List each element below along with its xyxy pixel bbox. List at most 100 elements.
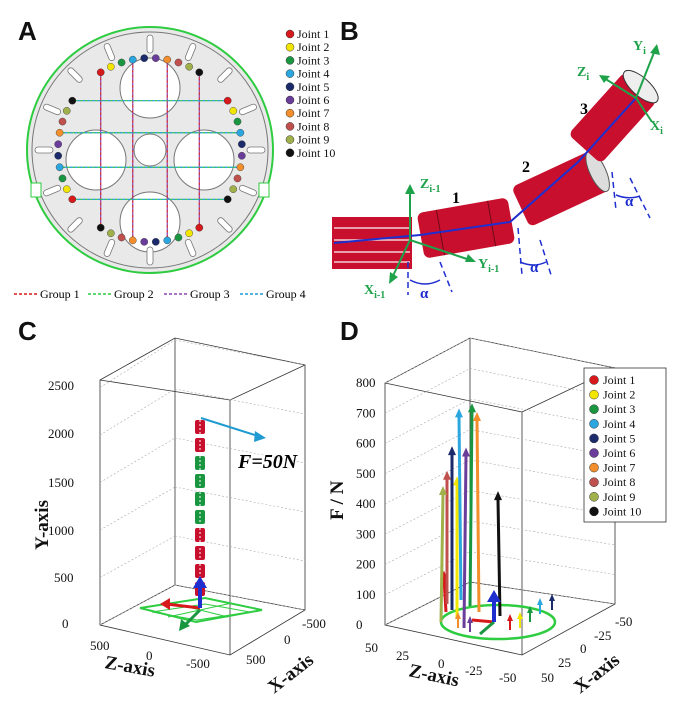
d-ytick: 600: [356, 436, 376, 451]
legend-label: Joint 10: [603, 504, 641, 518]
group-2-label: Group 2: [114, 287, 154, 301]
joint-hole-dot: [62, 107, 71, 115]
arm-segment: [195, 564, 205, 578]
disc-slot: [238, 184, 257, 197]
d-ztick: -25: [465, 663, 482, 678]
c-xtick: 500: [246, 652, 266, 667]
force-bar: [442, 578, 448, 613]
c-xtick: -500: [302, 616, 326, 631]
d-ytick: 100: [356, 587, 376, 602]
force-bar-head: [494, 491, 502, 501]
disc-slot: [67, 217, 83, 233]
disc-slot: [103, 43, 116, 62]
arm-segment: [195, 492, 205, 506]
d-xtick: 50: [541, 670, 554, 685]
d-ztick: 50: [365, 640, 378, 655]
legend-marker: [589, 419, 599, 429]
joint-hole-dot: [55, 128, 64, 137]
group-3-label: Group 3: [190, 287, 230, 301]
panel-c-x-ticks: -500 0 500: [246, 616, 326, 667]
panel-c-y-ticks: 0 500 1000 1500 2000 2500: [48, 378, 74, 631]
legend-marker: [589, 375, 599, 385]
disc-slot: [184, 238, 197, 257]
disc-slot: [146, 34, 154, 54]
legend-label: Joint 5: [297, 80, 329, 94]
joint-hole-dot: [96, 223, 105, 232]
joint-holes: [54, 54, 246, 246]
panel-d-x-ticks: -50 -25 0 25 50: [541, 614, 632, 685]
joint-hole-dot: [233, 117, 242, 126]
segment-1-number: 1: [452, 190, 460, 207]
legend-label: Joint 4: [603, 417, 635, 431]
alpha-1: α: [420, 286, 429, 302]
force-bar-head: [443, 470, 451, 480]
panel-c: C F=50N 0 500 1000: [18, 316, 326, 698]
legend-marker: [589, 462, 599, 473]
joint-hole-dot: [128, 236, 137, 245]
tendon-group-lines: [59, 59, 241, 241]
disc-slot: [146, 246, 154, 266]
disc-hole-bottom: [119, 191, 181, 253]
force-bar-head: [462, 447, 470, 457]
joint-hole-dot: [185, 229, 193, 238]
small-force-bar-head: [527, 606, 533, 613]
d-ytick: 500: [356, 466, 376, 481]
joint-hole-dot: [151, 238, 160, 246]
zi1-label: Zi-1: [420, 177, 440, 195]
force-bar: [439, 493, 445, 623]
joint-hole-dot: [58, 117, 67, 126]
group-4-label: Group 4: [266, 287, 306, 301]
legend-label: Joint 8: [297, 119, 329, 133]
joint-hole-dot: [185, 62, 193, 71]
force-bar-head: [455, 408, 463, 418]
joint-hole-dot: [174, 233, 183, 242]
joint-hole-dot: [163, 55, 172, 64]
disc-hole-center: [133, 133, 167, 167]
legend-marker: [285, 108, 295, 118]
joint-hole-dot: [195, 68, 204, 77]
alpha-2: α: [530, 260, 539, 276]
arm-segment: [195, 456, 205, 470]
d-ytick: 300: [356, 526, 376, 541]
panel-a-group-legend: Group 1 Group 2 Group 3 Group 4: [14, 287, 306, 301]
joint-hole-dot: [107, 62, 115, 71]
c-ytick: 500: [54, 570, 74, 585]
legend-marker: [589, 477, 599, 487]
legend-marker: [285, 148, 295, 158]
disc-slot: [103, 238, 116, 257]
panel-c-label: C: [18, 316, 37, 346]
joint-hole-dot: [238, 140, 246, 149]
c-ztick: -500: [186, 656, 210, 671]
legend-label: Joint 1: [297, 27, 329, 41]
group-1-label: Group 1: [40, 287, 80, 301]
c-ytick: 2500: [48, 378, 74, 393]
disc-inner-ring: [31, 31, 269, 269]
disc-slots: [34, 34, 266, 266]
joint-hole-dot: [68, 195, 77, 204]
disc-hole-right: [173, 129, 235, 191]
d-z-axis-label: Z-axis: [407, 660, 461, 691]
force-bars: [439, 403, 555, 632]
d-ytick: 400: [356, 496, 376, 511]
legend-marker: [589, 492, 599, 502]
legend-label: Joint 2: [603, 388, 635, 402]
continuum-arm-column: [195, 420, 205, 600]
legend-label: Joint 3: [603, 402, 635, 416]
force-bar-head: [473, 411, 481, 421]
legend-marker: [589, 404, 599, 414]
joint-hole-dot: [233, 174, 242, 183]
joint-hole-dot: [54, 151, 62, 160]
joint-hole-dot: [229, 185, 238, 193]
legend-marker: [285, 82, 295, 92]
force-bar-head: [468, 403, 476, 413]
d-xtick: -25: [594, 628, 611, 643]
d-xtick: 25: [558, 655, 571, 670]
joint-hole-dot: [236, 163, 245, 172]
legend-label: Joint 10: [297, 146, 335, 160]
joint-hole-dot: [117, 233, 126, 242]
zi-label: Zi: [577, 65, 589, 83]
force-bar: [468, 411, 474, 607]
d-ytick: 0: [356, 617, 363, 632]
